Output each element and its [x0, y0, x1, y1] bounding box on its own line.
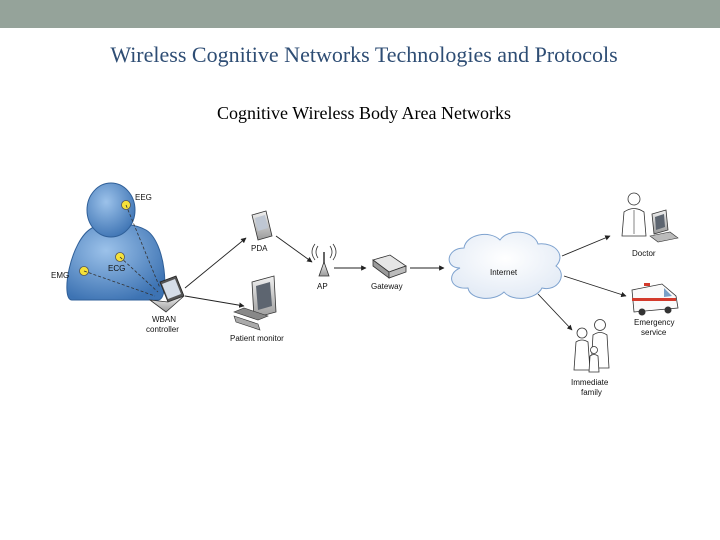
pda-label: PDA — [251, 244, 268, 253]
family-icon — [573, 319, 610, 373]
arrow-pda-to-ap — [275, 235, 313, 263]
slide-title: Wireless Cognitive Networks Technologies… — [110, 42, 618, 67]
doctor-label: Doctor — [632, 249, 656, 258]
doctor-icon — [621, 192, 679, 243]
ecg-label: ECG — [108, 264, 125, 273]
internet-label: Internet — [490, 268, 518, 277]
sensor-links — [83, 204, 161, 297]
arrow-controller-to-pda — [184, 237, 247, 289]
arrow-controller-to-monitor — [184, 295, 245, 308]
gateway-icon — [372, 254, 407, 279]
family-label-line1: Immediate — [571, 378, 609, 387]
wban-controller-label-line1: WBAN — [152, 315, 176, 324]
patient-monitor-label: Patient monitor — [230, 334, 284, 343]
eeg-label: EEG — [135, 193, 152, 202]
access-point-icon — [311, 243, 337, 277]
gateway-label: Gateway — [371, 282, 403, 291]
ambulance-icon — [631, 283, 679, 316]
monitor-icon — [233, 275, 277, 331]
wban-controller-label-line2: controller — [146, 325, 179, 334]
arrow-internet-to-doctor — [561, 235, 611, 257]
arrow-internet-to-family — [537, 293, 573, 331]
top-bar — [0, 0, 720, 28]
pda-icon — [251, 210, 273, 241]
ap-label: AP — [317, 282, 328, 291]
emergency-label-line2: service — [641, 328, 667, 337]
internet-cloud-icon — [448, 231, 562, 299]
arrow-internet-to-emergency — [563, 275, 627, 298]
family-label-line2: family — [581, 388, 602, 397]
connection-arrows — [184, 235, 627, 331]
emergency-label-line1: Emergency — [634, 318, 674, 327]
laptop-icon — [148, 275, 185, 313]
slide-subtitle: Cognitive Wireless Body Area Networks — [217, 103, 511, 123]
emg-label: EMG — [51, 271, 69, 280]
